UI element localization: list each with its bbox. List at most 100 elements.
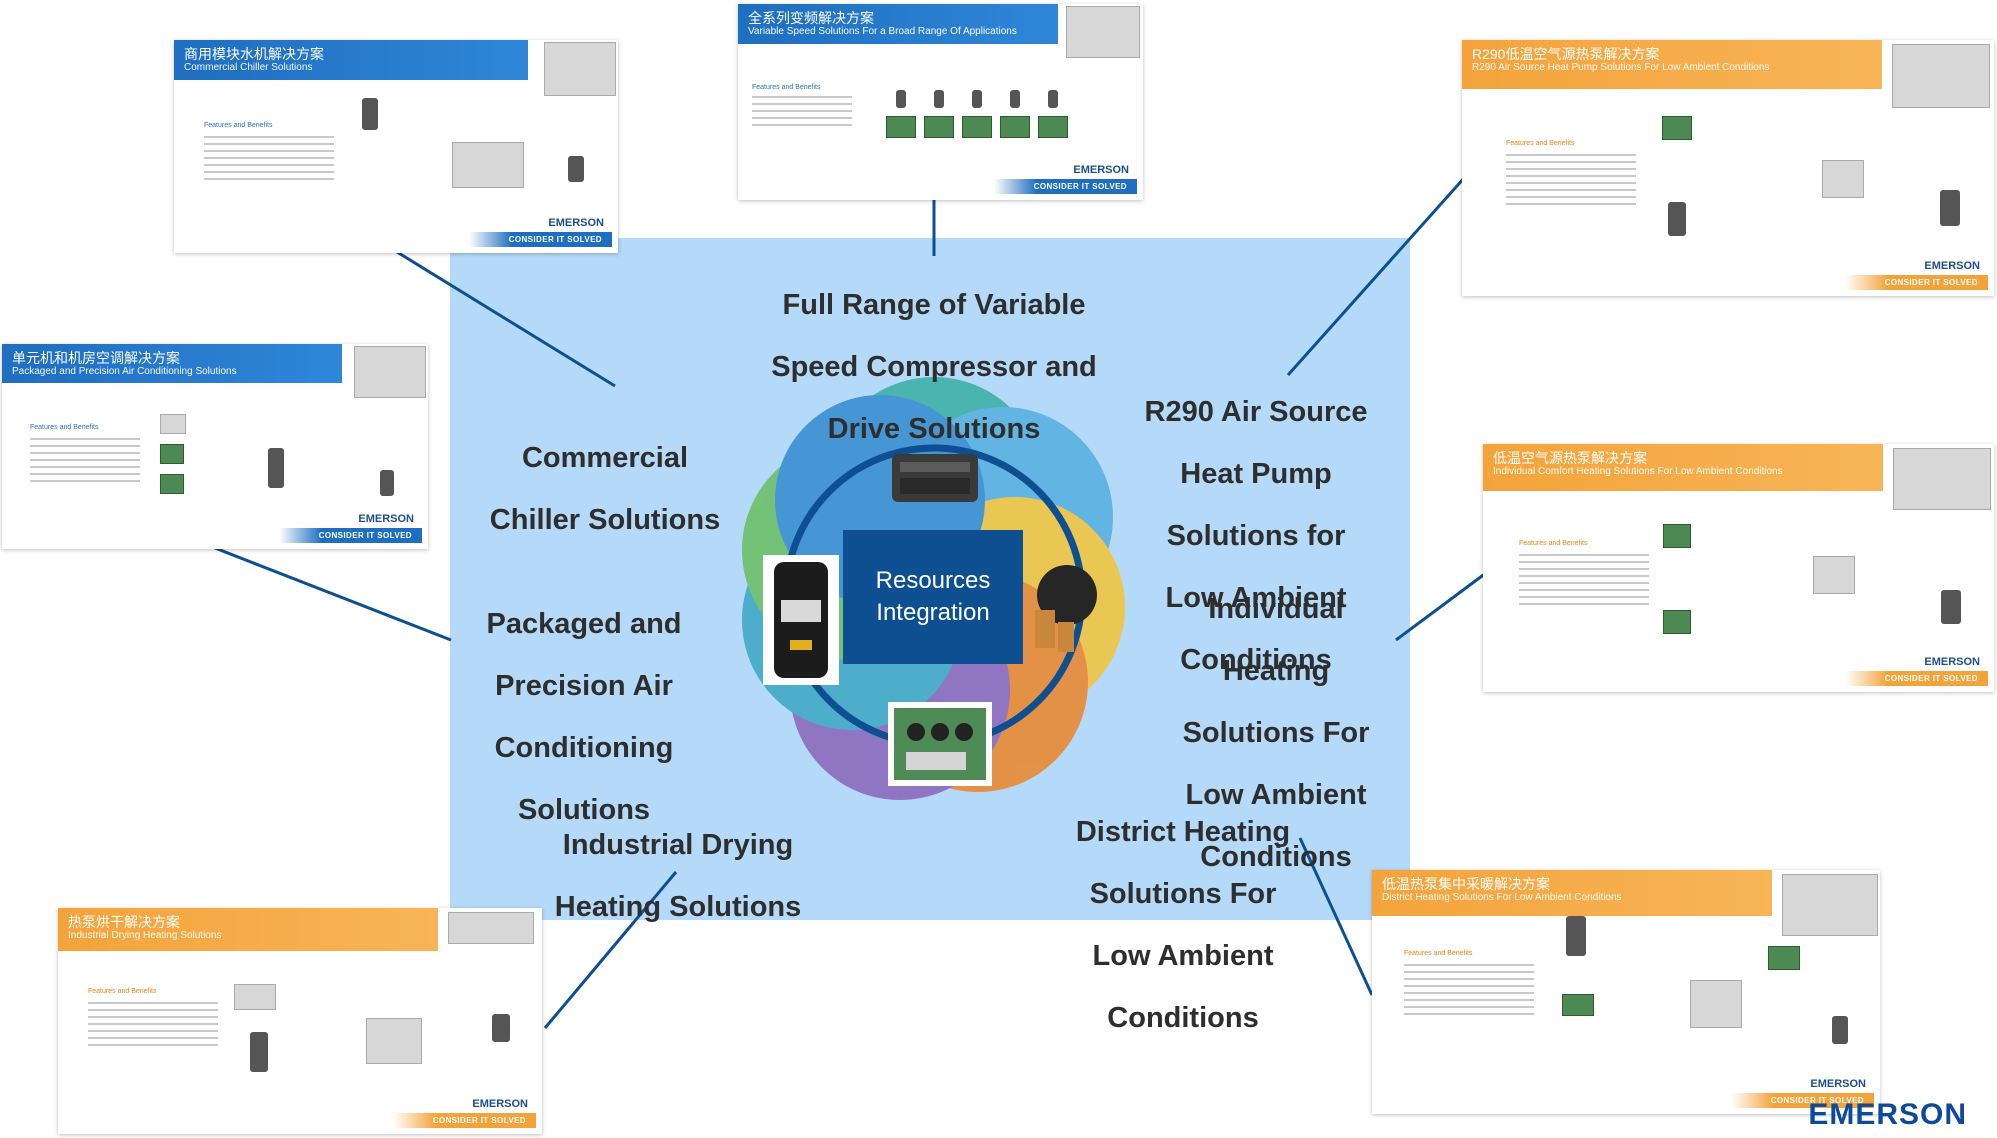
drive-board-icon: [1662, 116, 1692, 140]
thumbnail-banner: 低温热泵集中采暖解决方案 District Heating Solutions …: [1372, 870, 1772, 917]
thumbnail-title-zh: 商用模块水机解决方案: [184, 46, 324, 62]
thumbnail-banner: 热泵烘干解决方案 Industrial Drying Heating Solut…: [58, 908, 438, 951]
thumbnail-brand: EMERSON: [1810, 1078, 1866, 1090]
unit-image: [354, 346, 426, 398]
thumbnail-text-lines: [30, 438, 140, 487]
controller-icon: [1668, 202, 1686, 236]
thumbnail-individual-heating: 低温空气源热泵解决方案 Individual Comfort Heating S…: [1483, 444, 1994, 692]
drive-board-icon: [1038, 116, 1068, 138]
thumbnail-r290: R290低温空气源热泵解决方案 R290 Air Source Heat Pum…: [1462, 40, 1994, 296]
thumbnail-footer: CONSIDER IT SOLVED: [392, 1113, 536, 1128]
drive-board-icon: [924, 116, 954, 138]
drive-board-icon: [1663, 610, 1691, 634]
thumbnail-title-en: Industrial Drying Heating Solutions: [68, 930, 222, 941]
drive-board-icon: [886, 116, 916, 138]
thumbnail-title-zh: 全系列变频解决方案: [748, 10, 874, 26]
thumbnail-footer: CONSIDER IT SOLVED: [993, 179, 1137, 194]
compressor-icon: [250, 1032, 268, 1072]
thumbnail-heading: Features and Benefits: [1404, 950, 1473, 957]
unit-image: [1066, 6, 1140, 58]
house-image: [1893, 448, 1991, 510]
label-district-heating: District Heating Solutions For Low Ambie…: [1075, 816, 1291, 1034]
thumbnail-brand: EMERSON: [1924, 260, 1980, 272]
controller-icon: [160, 414, 186, 434]
valve-icon: [1832, 1016, 1848, 1044]
emerson-logo: EMERSON: [1808, 1098, 1967, 1131]
label-individual-heating: Individual Heating Solutions For Low Amb…: [1182, 593, 1370, 873]
drive-board-icon: [1000, 116, 1030, 138]
compressor-icon: [1566, 916, 1586, 956]
drive-board-icon: [160, 474, 184, 494]
label-r290: R290 Air Source Heat Pump Solutions for …: [1144, 396, 1368, 676]
hub-title: Resources Integration: [843, 530, 1023, 664]
thumbnail-banner: 全系列变频解决方案 Variable Speed Solutions For a…: [738, 4, 1058, 44]
thumbnail-heading: Features and Benefits: [204, 122, 273, 129]
thumbnail-heading: Features and Benefits: [1519, 540, 1588, 547]
hub-title-line: Resources: [875, 567, 991, 594]
thumbnail-commercial-chiller: 商用模块水机解决方案 Commercial Chiller Solutions …: [174, 40, 618, 253]
thumbnail-brand: EMERSON: [1073, 164, 1129, 176]
thumbnail-footer: CONSIDER IT SOLVED: [1730, 1093, 1874, 1108]
drive-board-icon: [1663, 524, 1691, 548]
drive-board-icon: [1768, 946, 1800, 970]
valve-icon: [568, 156, 584, 182]
cabinet-image: [268, 448, 284, 488]
thumbnail-banner: 单元机和机房空调解决方案 Packaged and Precision Air …: [2, 344, 342, 383]
compressor-icon: [362, 98, 378, 130]
thumbnail-packaged-precision: 单元机和机房空调解决方案 Packaged and Precision Air …: [2, 344, 428, 549]
thumbnail-banner: R290低温空气源热泵解决方案 R290 Air Source Heat Pum…: [1462, 40, 1882, 89]
compressor-icon: [1048, 90, 1058, 108]
drive-board-icon: [1562, 994, 1594, 1016]
thumbnail-brand: EMERSON: [1924, 656, 1980, 668]
compressor-icon: [896, 90, 906, 108]
thumbnail-title-en: Commercial Chiller Solutions: [184, 62, 313, 73]
controller-icon: [234, 984, 276, 1010]
thumbnail-banner: 低温空气源热泵解决方案 Individual Comfort Heating S…: [1483, 444, 1883, 492]
thumbnail-banner: 商用模块水机解决方案 Commercial Chiller Solutions: [174, 40, 528, 81]
drive-board-icon: [160, 444, 184, 464]
compressor-icon: [1941, 590, 1961, 624]
chiller-unit-image: [452, 142, 524, 188]
dryer-image: [448, 912, 534, 944]
thumbnail-industrial-drying: 热泵烘干解决方案 Industrial Drying Heating Solut…: [58, 908, 542, 1134]
heat-pump-unit-image: [1690, 980, 1742, 1028]
thumbnail-text-lines: [1506, 154, 1636, 210]
label-commercial-chiller: Commercial Chiller Solutions: [489, 442, 721, 536]
thumbnail-title-en: Individual Comfort Heating Solutions For…: [1493, 466, 1783, 477]
thumbnail-text-lines: [752, 96, 852, 131]
thumbnail-footer: CONSIDER IT SOLVED: [1844, 275, 1988, 290]
thumbnail-brand: EMERSON: [548, 217, 604, 229]
label-industrial-drying: Industrial Drying Heating Solutions: [554, 829, 802, 923]
thumbnail-title-en: District Heating Solutions For Low Ambie…: [1382, 892, 1622, 903]
connector-packaged-precision: [214, 546, 452, 642]
thumbnail-heading: Features and Benefits: [1506, 140, 1575, 147]
thumbnail-footer: CONSIDER IT SOLVED: [1844, 671, 1988, 686]
thumbnail-title-zh: 低温空气源热泵解决方案: [1493, 450, 1647, 466]
thumbnail-title-en: R290 Air Source Heat Pump Solutions For …: [1472, 62, 1770, 73]
thumbnail-title-zh: R290低温空气源热泵解决方案: [1472, 46, 1660, 62]
thumbnail-footer: CONSIDER IT SOLVED: [278, 528, 422, 543]
thumbnail-heading: Features and Benefits: [30, 424, 99, 431]
thumbnail-brand: EMERSON: [358, 513, 414, 525]
thumbnail-text-lines: [1519, 554, 1649, 610]
compressor-icon: [1940, 190, 1960, 226]
compressor-icon: [934, 90, 944, 108]
thumbnail-title-en: Packaged and Precision Air Conditioning …: [12, 366, 237, 377]
house-image: [1892, 44, 1990, 108]
thumbnail-text-lines: [204, 136, 334, 185]
label-variable-speed: Full Range of Variable Speed Compressor …: [771, 289, 1097, 445]
thumbnail-heading: Features and Benefits: [752, 84, 821, 91]
valve-icon: [492, 1014, 510, 1042]
fan-unit-image: [1822, 160, 1864, 198]
compressor-icon: [972, 90, 982, 108]
thumbnail-title-zh: 低温热泵集中采暖解决方案: [1382, 876, 1550, 892]
thumbnail-footer: CONSIDER IT SOLVED: [468, 232, 612, 247]
thumbnail-title-en: Variable Speed Solutions For a Broad Ran…: [748, 26, 1017, 37]
chiller-unit-image: [544, 42, 616, 96]
thumbnail-heading: Features and Benefits: [88, 988, 157, 995]
hub-title-line: Integration: [876, 599, 990, 626]
thumbnail-variable-speed: 全系列变频解决方案 Variable Speed Solutions For a…: [738, 4, 1143, 200]
thumbnail-district-heating: 低温热泵集中采暖解决方案 District Heating Solutions …: [1372, 870, 1880, 1114]
compressor-icon: [1010, 90, 1020, 108]
thumbnail-text-lines: [88, 1002, 218, 1051]
